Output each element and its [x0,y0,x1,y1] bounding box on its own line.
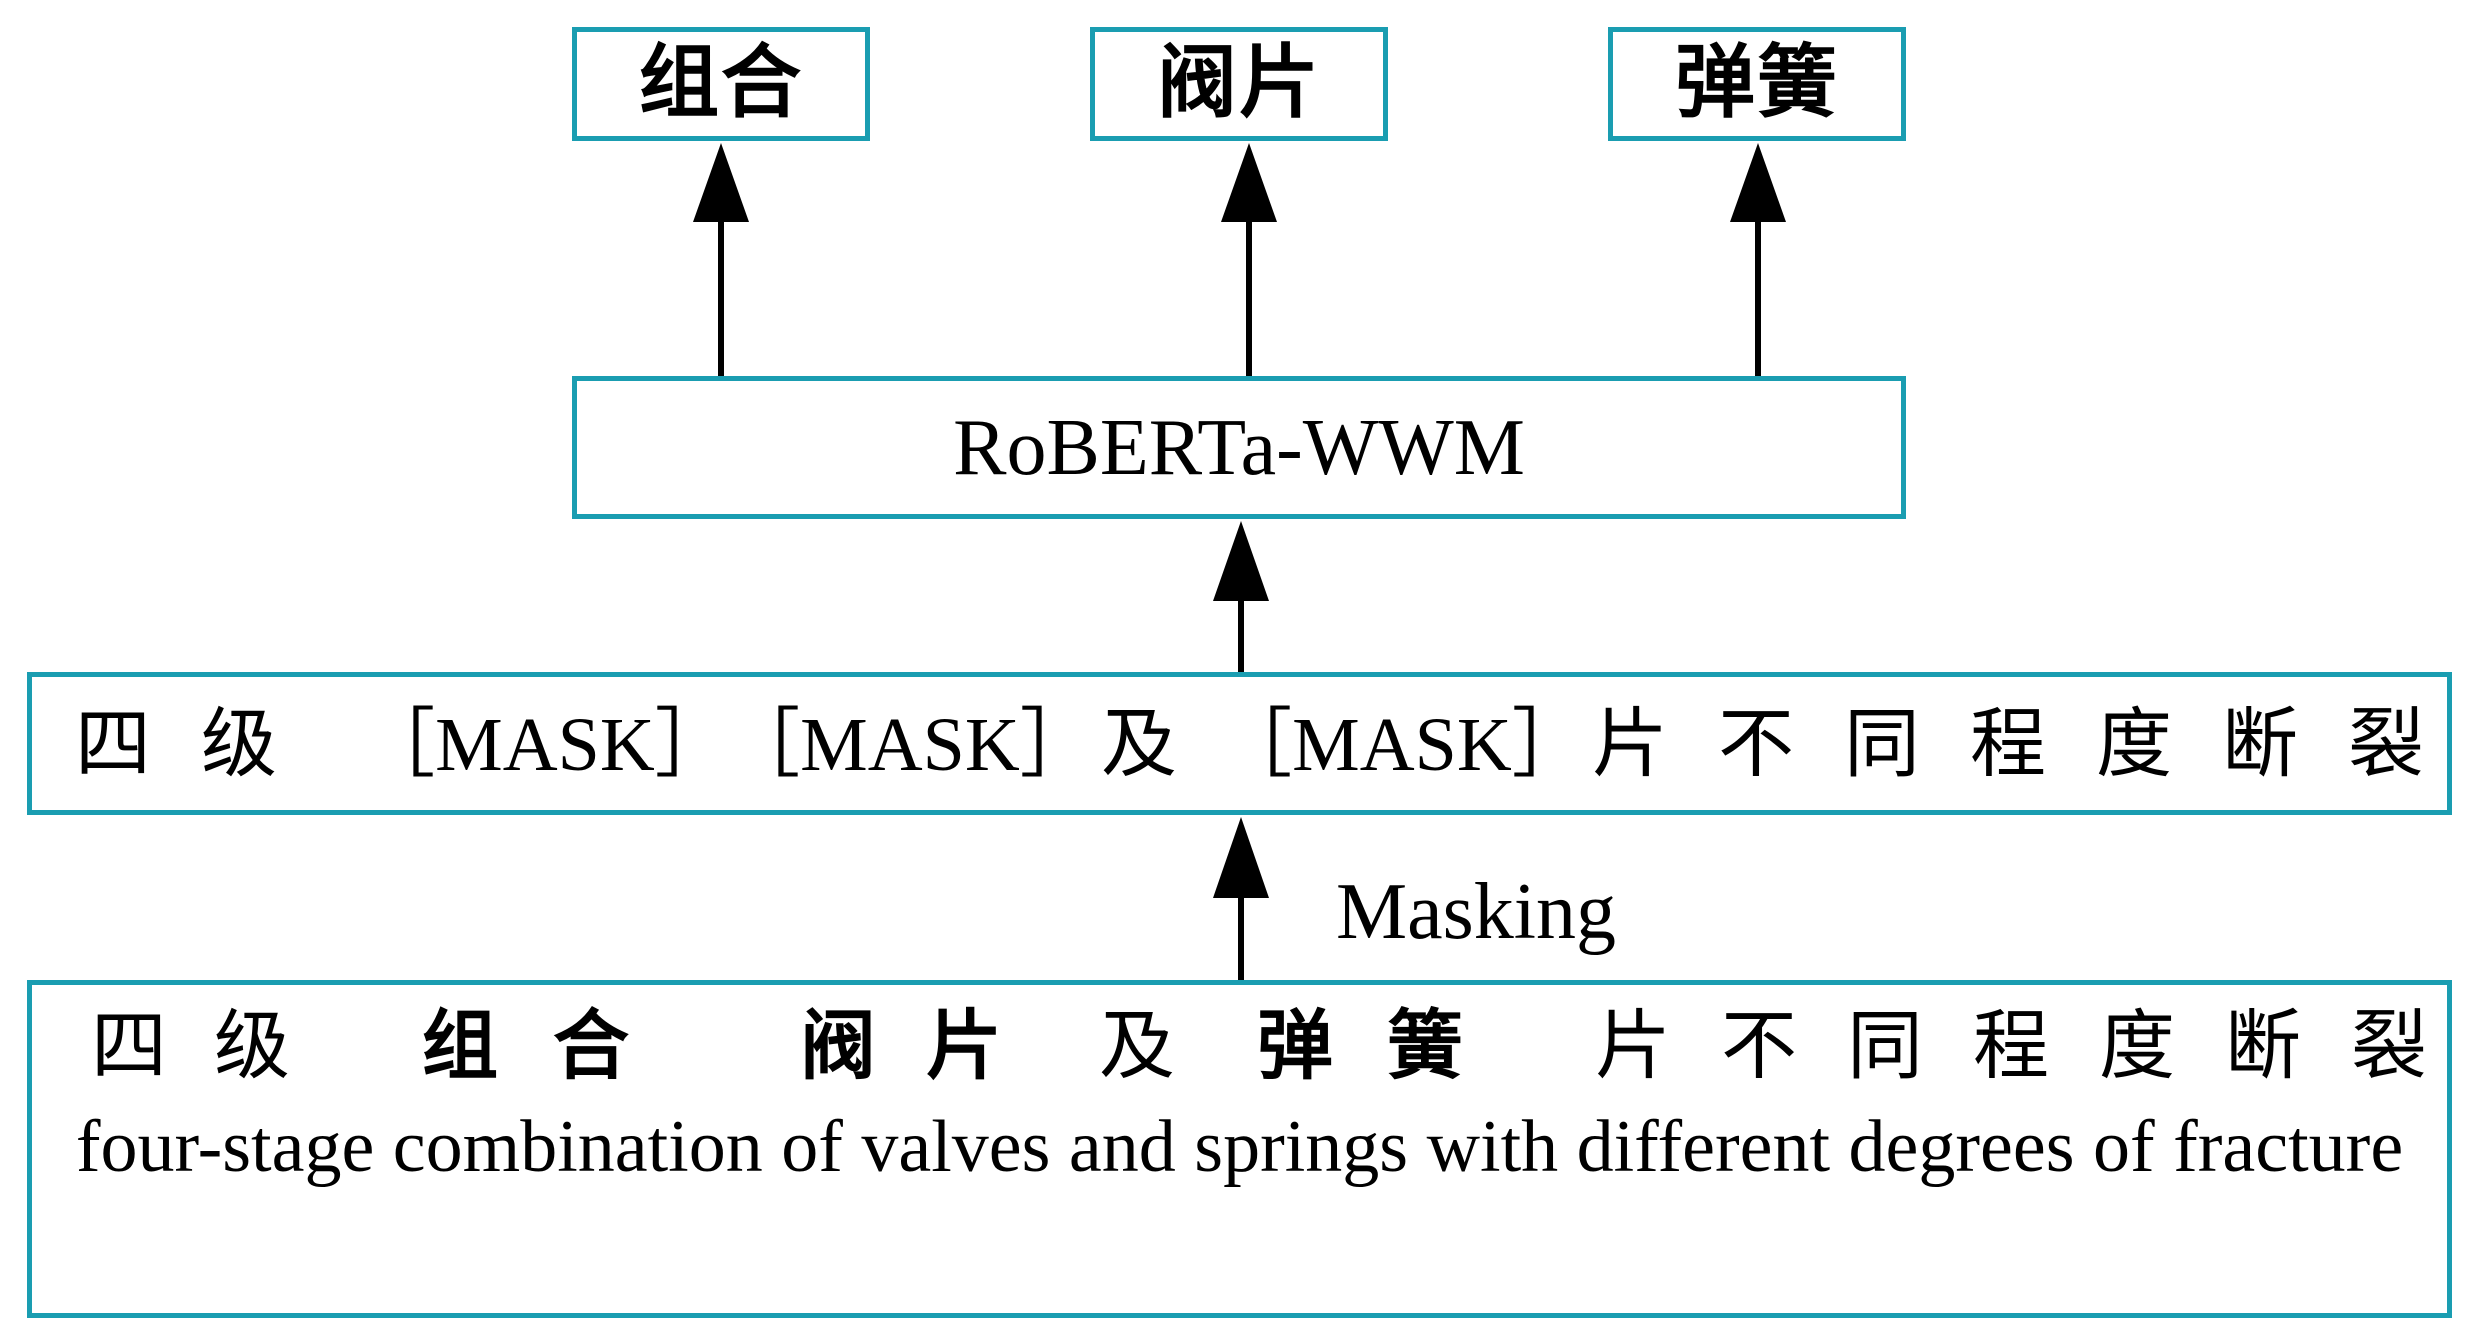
arrow-head [1730,143,1786,222]
masked-token: 度 [2096,703,2172,787]
output-box-2: 阀片 [1090,27,1388,141]
arrow-input-to-masked [1213,817,1269,980]
arrow-head [693,143,749,222]
masked-token: 断 [2222,703,2298,787]
mask-token: ［MASK］ [1216,703,1588,787]
output-label-2: 阀片 [1157,40,1321,128]
arrow-head [1221,143,1277,222]
mask-token: ［MASK］ [724,703,1096,787]
masked-token: 片 [1592,703,1668,787]
output-box-1: 组合 [572,27,870,141]
arrow-model-to-output-3 [1730,143,1786,376]
arrow-masked-to-model [1213,521,1269,672]
masking-label: Masking [1336,868,1616,956]
input-token: 四 [91,1005,167,1089]
input-token-entity: 片 [926,1005,1002,1089]
input-token: 片 [1595,1005,1671,1089]
arrow-head [1213,521,1269,601]
masked-token: 程 [1970,703,2046,787]
input-token-entity: 合 [553,1005,629,1089]
model-box: RoBERTa-WWM [572,376,1906,519]
output-box-3: 弹簧 [1608,27,1906,141]
input-token: 及 [1099,1005,1175,1089]
masked-token: 级 [201,703,277,787]
input-token-entity: 组 [422,1005,498,1089]
output-label-3: 弹簧 [1675,40,1839,128]
input-token: 度 [2099,1005,2175,1089]
masked-token: 不 [1718,703,1794,787]
input-token-entity: 阀 [800,1005,876,1089]
arrow-head [1213,817,1269,898]
masked-token: 及 [1101,703,1177,787]
masked-token: 裂 [2348,703,2424,787]
input-token: 级 [214,1005,290,1089]
masked-token: 同 [1844,703,1920,787]
output-label-1: 组合 [639,40,803,128]
input-token: 同 [1847,1005,1923,1089]
input-token: 断 [2225,1005,2301,1089]
mask-token: ［MASK］ [359,703,731,787]
model-label: RoBERTa-WWM [953,403,1525,492]
masked-token: 四 [75,703,151,787]
arrow-model-to-output-1 [693,143,749,376]
input-box [27,980,2452,1318]
input-translation: four-stage combination of valves and spr… [75,1106,2404,1188]
input-token: 不 [1721,1005,1797,1089]
input-token: 裂 [2351,1005,2427,1089]
input-token: 程 [1973,1005,2049,1089]
input-token-entity: 弹 [1257,1005,1333,1089]
arrow-model-to-output-2 [1221,143,1277,376]
masked-input-box [27,672,2452,815]
input-token-entity: 簧 [1387,1005,1463,1089]
